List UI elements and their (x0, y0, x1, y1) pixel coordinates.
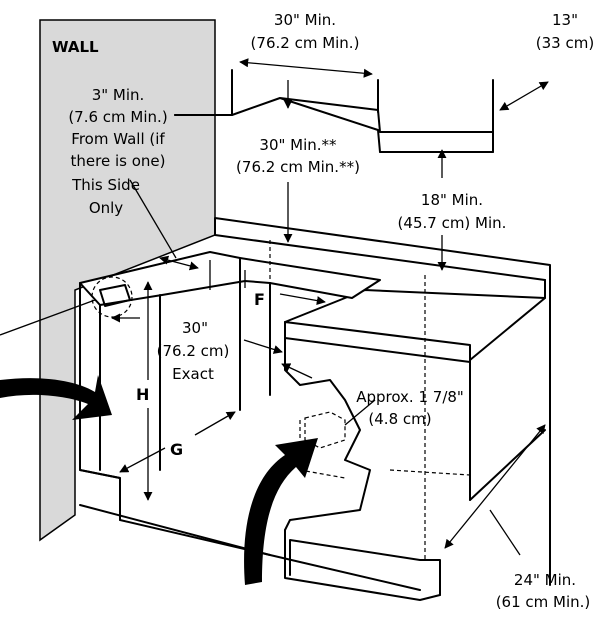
wall-panel (39, 19, 216, 542)
cabinet-depth-label-metric: (33 cm) (536, 34, 594, 52)
side-clearance-line-2: (7.6 cm Min.) (68, 108, 167, 126)
cooktop-counter-edge (284, 321, 471, 363)
cutout-width-label: 30" (182, 319, 208, 337)
hood-clearance-label: 30" Min.** (259, 136, 337, 154)
cabinet-depth-label: 13" (552, 11, 578, 29)
hood-clearance-label-metric: (76.2 cm Min.**) (236, 158, 360, 176)
counter-depth-label-metric: (61 cm Min.) (496, 593, 591, 611)
wall-screw (99, 284, 131, 307)
bottom-curved-arrow (244, 438, 318, 585)
cutout-width-label-metric: (76.2 cm) (157, 342, 230, 360)
dimension-letter-f: F (254, 290, 265, 309)
upper-width-label-metric: (76.2 cm Min.) (251, 34, 360, 52)
gas-outlet-box (304, 411, 346, 449)
side-clearance-line-5: This Side (71, 176, 140, 194)
upper-cabinets (174, 69, 494, 153)
side-clearance-line-1: 3" Min. (92, 86, 145, 104)
gas-outlet-label: Approx. 1 7/8" (356, 388, 464, 406)
side-clearance-line-4: there is one) (71, 152, 166, 170)
wall-label: WALL (52, 38, 99, 56)
detail-leader (0, 299, 96, 336)
dimension-letter-h: H (136, 385, 149, 404)
dimension-letter-g: G (170, 440, 183, 459)
dimension-arrows (111, 58, 549, 556)
gas-outlet-label-metric: (4.8 cm) (368, 410, 431, 428)
upper-clearance-label-metric: (45.7 cm) Min. (398, 214, 507, 232)
counter-depth-label: 24" Min. (514, 571, 576, 589)
upper-clearance-label: 18" Min. (421, 191, 483, 209)
cutout-exact-label: Exact (172, 365, 214, 383)
left-curved-arrow (0, 375, 112, 420)
side-clearance-line-6: Only (89, 199, 123, 217)
side-clearance-line-3: From Wall (if (71, 130, 165, 148)
upper-width-label: 30" Min. (274, 11, 336, 29)
